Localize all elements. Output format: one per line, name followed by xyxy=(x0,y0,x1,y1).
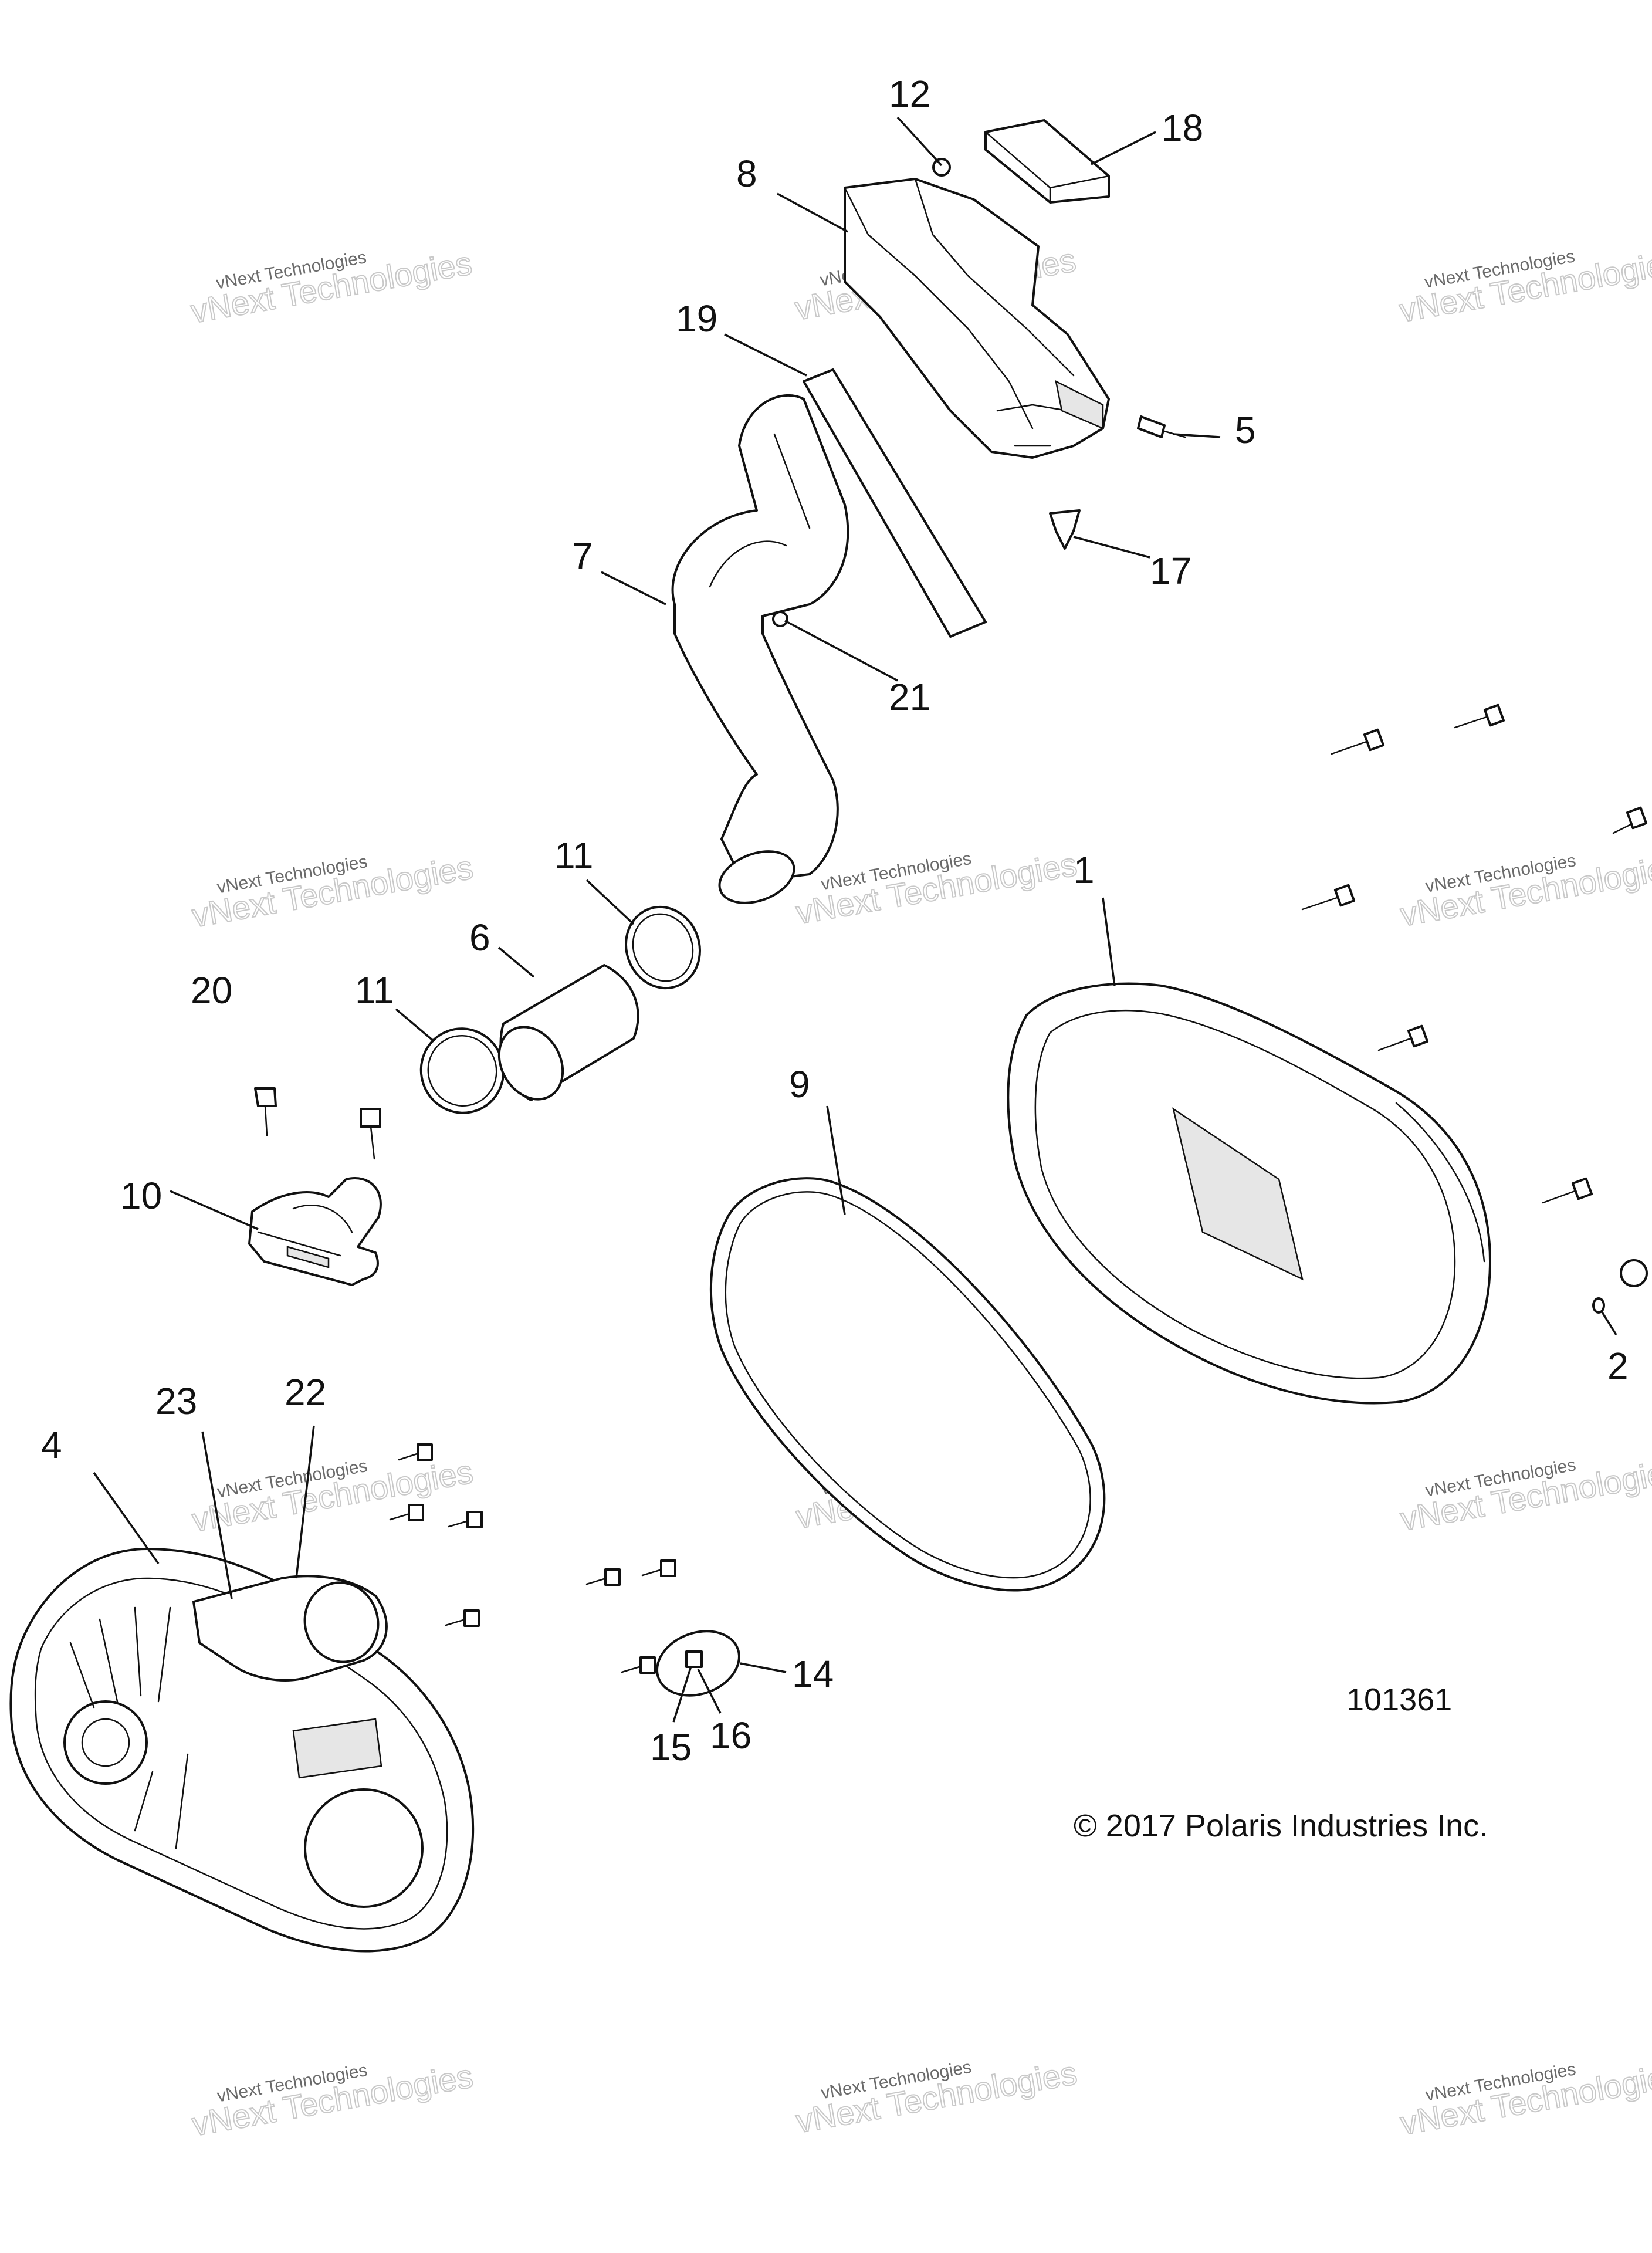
part-22-outlet-tube xyxy=(192,1575,388,1682)
bolt xyxy=(621,1656,656,1674)
callout-22: 22 xyxy=(285,1371,326,1413)
callout-23: 23 xyxy=(155,1380,197,1422)
callout-21: 21 xyxy=(889,676,930,718)
watermark-mid-left: vNext Technologies vNext Technologies xyxy=(189,848,476,935)
watermark-mid-right: vNext Technologies vNext Technologies xyxy=(1397,847,1652,933)
callout-7: 7 xyxy=(572,535,593,577)
bolt xyxy=(585,1568,621,1586)
bolt xyxy=(360,1108,381,1160)
bolt xyxy=(641,1559,676,1577)
part-18-filter-pad xyxy=(984,119,1110,204)
callout-8: 8 xyxy=(736,153,757,195)
bolt xyxy=(1331,728,1385,755)
part-11-clamp-upper xyxy=(625,905,701,990)
callout-11-lower: 11 xyxy=(355,969,394,1012)
callout-9: 9 xyxy=(789,1063,810,1105)
part-7-intake-duct xyxy=(671,394,849,904)
watermark-bottom-center: vNext Technologies vNext Technologies xyxy=(793,2054,1080,2140)
bolt xyxy=(1542,1177,1593,1204)
callout-labels: 12 18 8 19 5 17 7 21 11 1 6 20 11 9 10 2… xyxy=(41,73,1629,1768)
watermark-bottom-left: vNext Technologies vNext Technologies xyxy=(189,2056,476,2143)
callout-5: 5 xyxy=(1235,409,1256,451)
callout-4: 4 xyxy=(41,1424,62,1466)
callout-14: 14 xyxy=(792,1653,834,1695)
part-20-bolt xyxy=(254,1087,277,1136)
callout-19: 19 xyxy=(676,297,717,340)
part-8-duct-housing xyxy=(844,178,1110,459)
part-19-seal-strip xyxy=(803,368,987,638)
part-12-screw xyxy=(932,158,951,177)
watermark-top-right: vNext Technologies vNext Technologies xyxy=(1396,243,1652,330)
copyright-notice: © 2017 Polaris Industries Inc. xyxy=(1074,1808,1488,1843)
watermark-low-right: vNext Technologies vNext Technologies xyxy=(1397,1451,1652,1538)
callout-10: 10 xyxy=(120,1175,162,1217)
part-17-clip xyxy=(1049,509,1081,550)
part-9-drive-belt xyxy=(709,1177,1106,1592)
watermark-mid-center: vNext Technologies vNext Technologies xyxy=(793,845,1080,932)
part-10-inlet-adapter xyxy=(248,1177,382,1286)
watermark-top-left: vNext Technologies vNext Technologies xyxy=(188,243,475,330)
bolt xyxy=(1377,1024,1429,1051)
callout-17: 17 xyxy=(1150,550,1191,592)
part-1-clutch-cover-inner xyxy=(1007,982,1491,1405)
leader-lines xyxy=(93,116,1617,1723)
callout-16: 16 xyxy=(710,1714,751,1757)
callout-1: 1 xyxy=(1074,849,1095,891)
bolt xyxy=(445,1609,480,1627)
callout-18: 18 xyxy=(1162,107,1203,149)
part-15-bolt xyxy=(685,1650,703,1668)
bolt xyxy=(1301,884,1356,911)
bolt xyxy=(389,1504,424,1521)
callout-11-upper: 11 xyxy=(554,834,593,877)
bolt xyxy=(448,1511,483,1528)
callout-15: 15 xyxy=(650,1726,692,1768)
part-2-washer xyxy=(1592,1259,1648,1314)
part-6-coupler-sleeve xyxy=(497,964,639,1101)
watermark-bottom-right: vNext Technologies vNext Technologies xyxy=(1397,2055,1652,2142)
bolt xyxy=(1454,703,1505,729)
callout-12: 12 xyxy=(889,73,930,115)
callout-6: 6 xyxy=(469,916,490,959)
figure-number: 101361 xyxy=(1346,1682,1452,1717)
callout-20: 20 xyxy=(191,969,232,1012)
bolt xyxy=(398,1443,433,1461)
callout-2: 2 xyxy=(1607,1345,1629,1387)
bolt xyxy=(1612,806,1648,834)
